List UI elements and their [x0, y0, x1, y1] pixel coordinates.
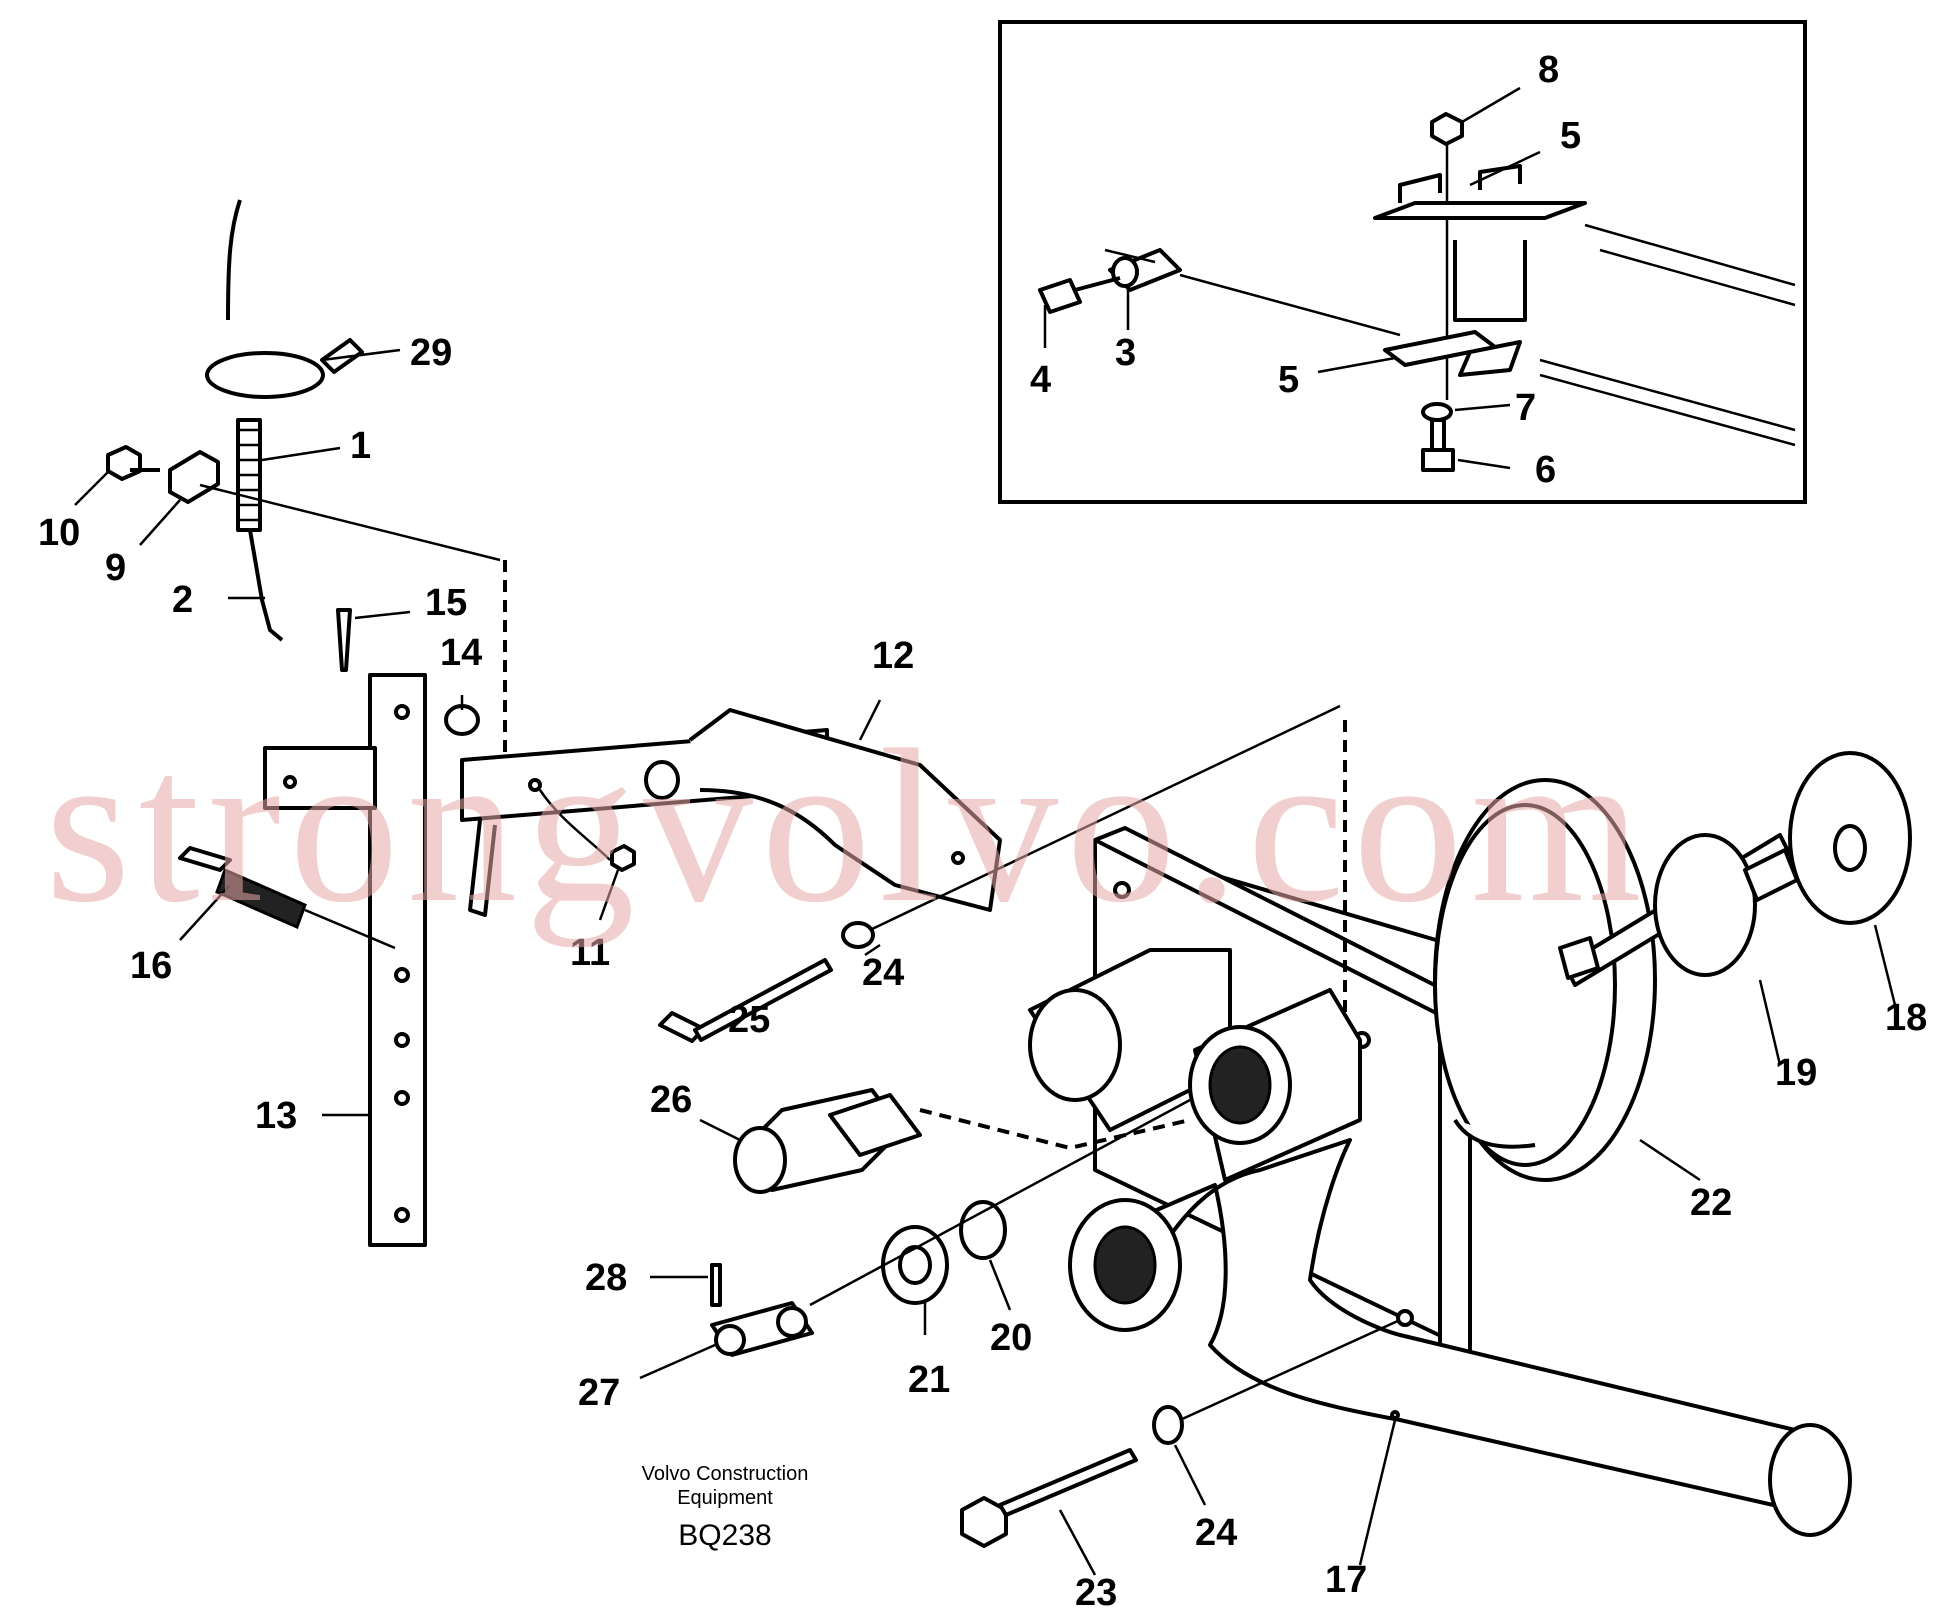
- callout-25: 25: [728, 999, 770, 1041]
- clamp-upper-5: [1373, 164, 1587, 220]
- hose-clamp-29: [205, 351, 325, 399]
- control-cable-group: [106, 199, 507, 790]
- callout-17: 17: [1325, 1559, 1367, 1601]
- seal-20: [959, 1200, 1007, 1260]
- callout-21: 21: [908, 1359, 950, 1401]
- callout-9: 9: [105, 547, 126, 589]
- callout-19: 19: [1775, 1052, 1817, 1094]
- bolt-25: [693, 958, 833, 1042]
- callout-13: 13: [255, 1095, 297, 1137]
- cable-rod-2: [248, 529, 284, 642]
- callout-4: 4: [1030, 359, 1051, 401]
- bolt-6: [1421, 418, 1455, 472]
- nut-11: [610, 844, 636, 872]
- callout-23: 23: [1075, 1572, 1117, 1613]
- pin-28: [710, 1263, 722, 1307]
- callout-6: 6: [1535, 449, 1556, 491]
- callout-8: 8: [1538, 49, 1559, 91]
- callout-27: 27: [578, 1372, 620, 1414]
- nut-8: [1430, 112, 1464, 146]
- washer-18: [1788, 751, 1912, 925]
- washer-7: [1421, 402, 1453, 422]
- callout-10: 10: [38, 512, 80, 554]
- callout-12: 12: [872, 635, 914, 677]
- callout-1: 1: [350, 425, 371, 467]
- leader-lines: [74, 86, 1897, 1576]
- callout-5-lower: 5: [1278, 359, 1299, 401]
- shaft-19: [1558, 833, 1799, 987]
- washer-24a: [841, 921, 875, 949]
- callout-3: 3: [1115, 332, 1136, 374]
- callout-labels: 29 1 10 9 2 15 14 12 16 11 24 25 13 26 2…: [38, 49, 1927, 1613]
- pulley-22: [1433, 778, 1657, 1182]
- pipe-connectors: [1028, 948, 1362, 1182]
- callout-29: 29: [410, 332, 452, 374]
- nipple-26: [733, 1088, 1191, 1194]
- callout-24: 24: [862, 952, 904, 994]
- spring-16: [178, 846, 396, 950]
- callout-16: 16: [130, 945, 172, 987]
- inset-detail: [998, 20, 1807, 504]
- cotter-pin-15: [336, 608, 352, 672]
- callout-14: 14: [440, 632, 482, 674]
- washer-24b: [1152, 1405, 1184, 1445]
- lever-9: [168, 450, 220, 504]
- callout-22: 22: [1690, 1182, 1732, 1224]
- clamp-bracket: [1453, 240, 1527, 322]
- credit-block: Volvo Construction Equipment BQ238: [642, 1463, 809, 1552]
- figure-code: BQ238: [678, 1519, 771, 1552]
- arm-12: [460, 708, 1002, 917]
- credit-line-1: Volvo Construction: [642, 1463, 809, 1485]
- pipe-17: [1068, 1138, 1852, 1537]
- callout-20: 20: [990, 1317, 1032, 1359]
- callout-5-upper: 5: [1560, 115, 1581, 157]
- bar-13: [263, 673, 427, 1247]
- clamp-lower-5: [1383, 330, 1522, 377]
- callout-24b: 24: [1195, 1512, 1237, 1554]
- callout-7: 7: [1515, 387, 1536, 429]
- callout-15: 15: [425, 582, 467, 624]
- callout-2: 2: [172, 579, 193, 621]
- callout-28: 28: [585, 1257, 627, 1299]
- chain-link-27: [710, 1301, 814, 1357]
- screw-10: [106, 445, 142, 481]
- watermark: strongvolvo.com: [45, 704, 1650, 948]
- bolt-4: [1038, 276, 1121, 314]
- bolt-23: [960, 1448, 1138, 1548]
- callout-11: 11: [570, 932, 610, 974]
- callout-26: 26: [650, 1079, 692, 1121]
- credit-line-2: Equipment: [677, 1487, 773, 1509]
- callout-18: 18: [1885, 997, 1927, 1039]
